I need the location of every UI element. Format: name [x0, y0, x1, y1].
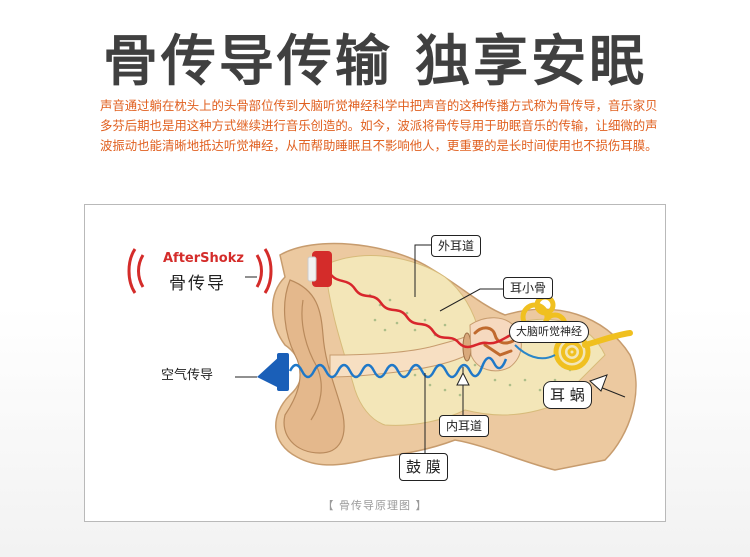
arrow-cochlea	[589, 374, 608, 392]
arrow-inner-canal	[456, 371, 470, 386]
air-speaker	[257, 355, 281, 389]
cochlea-label: 耳 蜗	[543, 381, 592, 409]
auditory-nerve-label: 大脑听觉神经	[509, 321, 589, 343]
bone-wave	[327, 271, 516, 349]
diagram-panel: AfterShokz 骨传导 外耳道 耳小骨 大脑听觉神经 耳 蜗 内耳道 鼓 …	[84, 204, 666, 522]
auditory-nerve	[582, 330, 633, 348]
left-sound-bracket-2	[137, 254, 145, 288]
ossicles-label: 耳小骨	[503, 277, 554, 299]
bone-speaker-cap	[307, 256, 317, 282]
left-sound-bracket	[127, 248, 137, 294]
brand-logo: AfterShokz	[163, 251, 244, 266]
diagram-caption: 【 骨传导原理图 】	[322, 499, 428, 512]
air-speaker-body	[277, 353, 289, 391]
inner-ear-canal-label: 内耳道	[439, 415, 490, 437]
right-sound-bracket-2	[263, 248, 273, 294]
ossicles	[473, 326, 515, 357]
outer-ear-canal-label: 外耳道	[431, 235, 482, 257]
air-wave	[288, 356, 508, 379]
eardrum-label: 鼓 膜	[399, 453, 448, 481]
cochlea	[553, 333, 591, 371]
headline: 骨传导传输 独享安眠	[102, 29, 648, 93]
right-sound-bracket	[255, 254, 263, 288]
bone-conduction-label: 骨传导	[169, 274, 226, 294]
air-conduction-label: 空气传导	[155, 365, 220, 389]
auricle	[283, 279, 345, 454]
inner-ear-canal	[514, 344, 556, 360]
ear-diagram	[127, 242, 637, 471]
bone-speaker	[312, 251, 332, 287]
intro-paragraph: 声音通过躺在枕头上的头骨部位传到大脑听觉神经科学中把声音的这种传播方式称为骨传导…	[100, 98, 658, 153]
